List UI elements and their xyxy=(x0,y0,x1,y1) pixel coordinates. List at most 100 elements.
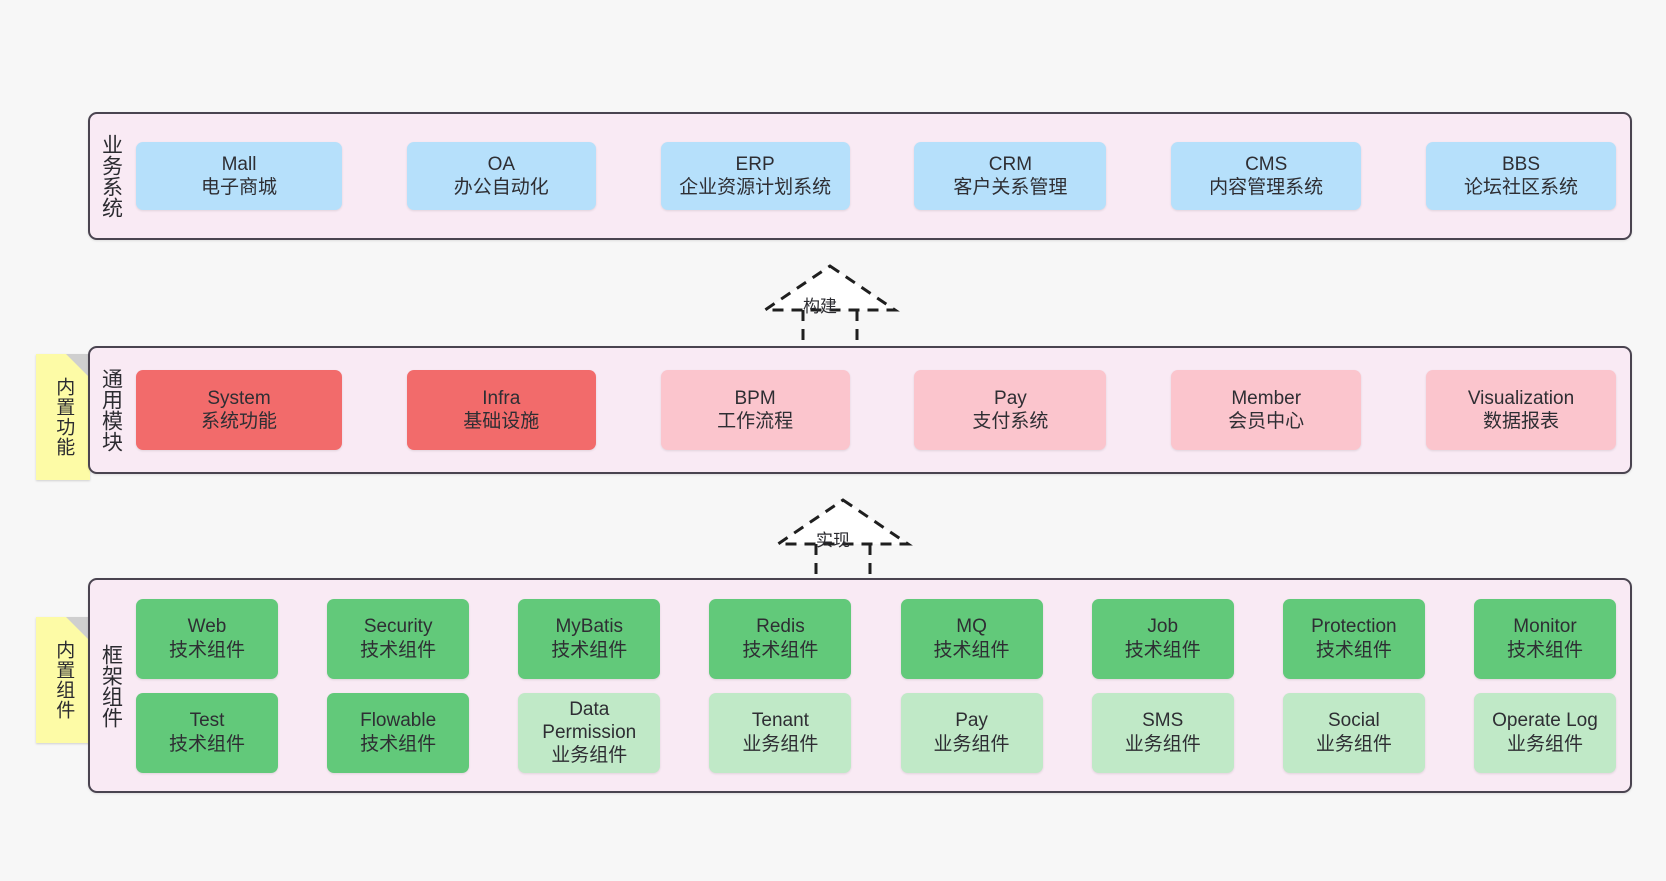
card-title: Infra xyxy=(482,387,521,409)
card-subtitle: 业务组件 xyxy=(1315,733,1392,755)
card-test[interactable]: Test 技术组件 xyxy=(136,692,278,773)
card-subtitle: 业务组件 xyxy=(933,733,1010,755)
arrow-stem xyxy=(814,544,872,578)
card-subtitle: 论坛社区系统 xyxy=(1463,177,1578,198)
card-title: Mall xyxy=(221,153,257,175)
layer-caption-framework-components: 框架组件 xyxy=(99,643,123,728)
card-data-permission[interactable]: Data Permission 业务组件 xyxy=(518,692,661,773)
card-operate-log[interactable]: Operate Log 业务组件 xyxy=(1473,692,1616,773)
card-subtitle: 技术组件 xyxy=(168,733,245,755)
card-subtitle: 业务组件 xyxy=(551,745,628,767)
card-bpm[interactable]: BPM 工作流程 xyxy=(660,370,850,450)
card-title: Redis xyxy=(756,616,805,638)
layer-body-business-systems: Mall 电子商城 OA 办公自动化 ERP 企业资源计划系统 CRM 客户关系… xyxy=(132,114,1630,238)
card-subtitle: 业务组件 xyxy=(742,733,819,755)
card-flowable[interactable]: Flowable 技术组件 xyxy=(327,692,470,773)
card-title: Security xyxy=(363,616,433,638)
card-title: Pay xyxy=(994,387,1027,409)
card-title: ERP xyxy=(735,153,775,175)
arrowhead-triangle xyxy=(760,264,900,312)
card-title: Web xyxy=(187,616,227,638)
card-subtitle: 技术组件 xyxy=(360,733,437,755)
card-subtitle: 数据报表 xyxy=(1482,411,1559,432)
layer-caption-business-systems: 业务系统 xyxy=(99,134,123,218)
card-title: Flowable xyxy=(360,710,437,732)
card-subtitle: 技术组件 xyxy=(360,639,437,661)
sticky-fold-corner-icon xyxy=(66,617,90,641)
layer-caption-common-modules: 通用模块 xyxy=(99,368,123,452)
card-member[interactable]: Member 会员中心 xyxy=(1171,370,1362,450)
arrow-stem xyxy=(801,310,859,344)
card-tenant[interactable]: Tenant 业务组件 xyxy=(709,692,852,773)
card-subtitle: 办公自动化 xyxy=(453,177,549,198)
card-title: MQ xyxy=(956,616,987,638)
card-subtitle: 企业资源计划系统 xyxy=(679,177,832,198)
card-title: MyBatis xyxy=(555,616,624,638)
card-subtitle: 技术组件 xyxy=(1506,639,1583,661)
sticky-fold-corner-icon xyxy=(66,354,90,378)
card-subtitle: 支付系统 xyxy=(972,411,1049,432)
card-redis[interactable]: Redis 技术组件 xyxy=(709,598,852,679)
sticky-note-label: 内置组件 xyxy=(53,640,75,720)
card-title: Visualization xyxy=(1467,387,1575,409)
card-security[interactable]: Security 技术组件 xyxy=(327,598,470,679)
card-mybatis[interactable]: MyBatis 技术组件 xyxy=(518,598,661,679)
arrowhead-triangle xyxy=(773,498,913,546)
card-protection[interactable]: Protection 技术组件 xyxy=(1282,598,1425,679)
card-subtitle: 技术组件 xyxy=(1124,639,1201,661)
card-web[interactable]: Web 技术组件 xyxy=(136,598,278,679)
card-title: CMS xyxy=(1245,153,1288,175)
card-title: Operate Log xyxy=(1492,710,1598,732)
card-subtitle: 技术组件 xyxy=(551,639,628,661)
component-row-technical: Web 技术组件 Security 技术组件 MyBatis 技术组件 Redi… xyxy=(136,598,1616,679)
card-title: Tenant xyxy=(751,710,809,732)
card-subtitle: 系统功能 xyxy=(200,411,277,432)
card-mall[interactable]: Mall 电子商城 xyxy=(136,142,342,210)
component-row-business: Test 技术组件 Flowable 技术组件 Data Permission … xyxy=(136,692,1616,773)
card-subtitle: 技术组件 xyxy=(933,639,1010,661)
card-title: Data Permission xyxy=(542,698,637,743)
card-subtitle: 内容管理系统 xyxy=(1209,177,1324,198)
card-title: BPM xyxy=(734,387,776,409)
card-crm[interactable]: CRM 客户关系管理 xyxy=(914,142,1107,210)
card-subtitle: 业务组件 xyxy=(1124,733,1201,755)
card-title: BBS xyxy=(1501,153,1540,175)
connector-build: 构建 xyxy=(755,262,905,344)
sticky-note-builtin-components: 内置组件 xyxy=(36,617,90,743)
layer-panel-common-modules: 通用模块 System 系统功能 Infra 基础设施 BPM 工作流程 Pay… xyxy=(88,346,1632,474)
card-title: Job xyxy=(1147,616,1179,638)
card-title: CRM xyxy=(988,153,1033,175)
card-oa[interactable]: OA 办公自动化 xyxy=(406,142,596,210)
card-monitor[interactable]: Monitor 技术组件 xyxy=(1473,598,1616,679)
connector-label-implement: 实现 xyxy=(816,531,850,550)
card-title: Pay xyxy=(955,710,988,732)
card-title: Social xyxy=(1327,710,1380,732)
card-subtitle: 业务组件 xyxy=(1506,733,1583,755)
card-title: System xyxy=(207,387,271,409)
layer-panel-framework-components: 框架组件 Web 技术组件 Security 技术组件 MyBatis 技术组件… xyxy=(88,578,1632,793)
card-bbs[interactable]: BBS 论坛社区系统 xyxy=(1425,142,1616,210)
card-system[interactable]: System 系统功能 xyxy=(136,370,342,450)
card-visualization[interactable]: Visualization 数据报表 xyxy=(1425,370,1616,450)
card-subtitle: 基础设施 xyxy=(463,411,540,432)
card-erp[interactable]: ERP 企业资源计划系统 xyxy=(660,142,850,210)
connector-implement: 实现 xyxy=(768,496,918,578)
card-cms[interactable]: CMS 内容管理系统 xyxy=(1171,142,1362,210)
card-pay-module[interactable]: Pay 支付系统 xyxy=(914,370,1107,450)
card-subtitle: 技术组件 xyxy=(168,639,245,661)
card-sms[interactable]: SMS 业务组件 xyxy=(1091,692,1234,773)
card-pay-component[interactable]: Pay 业务组件 xyxy=(900,692,1043,773)
card-subtitle: 会员中心 xyxy=(1228,411,1305,432)
card-title: Monitor xyxy=(1513,616,1577,638)
card-social[interactable]: Social 业务组件 xyxy=(1282,692,1425,773)
card-subtitle: 技术组件 xyxy=(1315,639,1392,661)
card-subtitle: 技术组件 xyxy=(742,639,819,661)
card-job[interactable]: Job 技术组件 xyxy=(1091,598,1234,679)
card-mq[interactable]: MQ 技术组件 xyxy=(900,598,1043,679)
card-title: Test xyxy=(189,710,225,732)
card-subtitle: 工作流程 xyxy=(717,411,794,432)
connector-label-build: 构建 xyxy=(803,297,837,316)
card-title: SMS xyxy=(1142,710,1184,732)
card-infra[interactable]: Infra 基础设施 xyxy=(406,370,596,450)
